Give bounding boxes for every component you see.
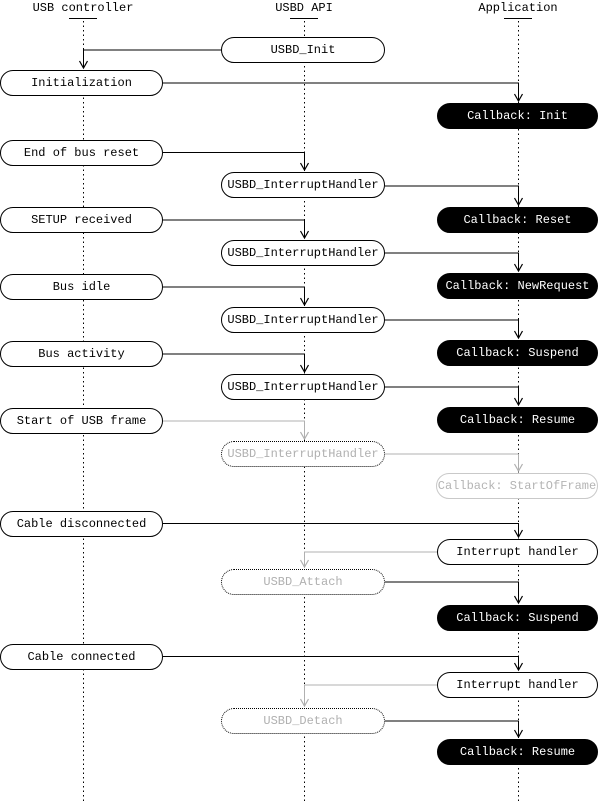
connector-busreset-to-interrupthandler: [163, 152, 310, 172]
event-box-bus-activity: Bus activity: [0, 341, 163, 367]
connector-interrupthandler-to-callback-resume: [385, 386, 524, 407]
event-box-cable-connected: Cable connected: [0, 644, 163, 670]
event-box-cable-disconnected: Cable disconnected: [0, 511, 163, 537]
api-box-interrupt-handler-inactive: USBD_InterruptHandler: [221, 441, 385, 467]
event-box-end-of-bus-reset: End of bus reset: [0, 140, 163, 166]
connector-usbddetach-to-callback-resume: [385, 720, 524, 739]
api-box-usbd-attach-inactive: USBD_Attach: [221, 569, 385, 595]
connector-setup-to-interrupthandler: [163, 219, 310, 240]
connector-interrupthandler-to-callback-reset: [385, 185, 524, 207]
callback-box-suspend-2: Callback: Suspend: [437, 605, 598, 631]
handler-box-interrupt-handler-2: Interrupt handler: [437, 672, 598, 698]
connector-cableconnected-to-interrupt-handler: [163, 656, 524, 672]
callback-box-startofframe-inactive: Callback: StartOfFrame: [436, 473, 598, 499]
event-box-start-of-usb-frame: Start of USB frame: [0, 408, 163, 434]
callback-box-resume-2: Callback: Resume: [437, 739, 598, 765]
lifeline-header-usbd-api: USBD API: [275, 1, 333, 15]
connector-interrupthandler-to-callback-startofframe: [385, 453, 524, 473]
connector-interrupt-handler-to-usbdattach: [299, 551, 437, 569]
inactive-connectors: [163, 420, 524, 708]
connector-busidle-to-interrupthandler: [163, 286, 310, 307]
lifeline-header-usb-controller: USB controller: [32, 1, 134, 15]
connector-startofframe-to-interrupthandler: [163, 420, 310, 441]
connector-usbdinit-to-initialization: [78, 49, 221, 70]
active-connectors: [78, 49, 524, 739]
event-box-initialization: Initialization: [0, 70, 163, 96]
api-box-usbd-init: USBD_Init: [221, 37, 385, 63]
event-box-bus-idle: Bus idle: [0, 274, 163, 300]
connector-interrupthandler-to-callback-newrequest: [385, 252, 524, 273]
connector-interrupt-handler-to-usbddetach: [299, 684, 437, 708]
callback-box-resume-1: Callback: Resume: [437, 407, 598, 433]
handler-box-interrupt-handler-1: Interrupt handler: [437, 539, 598, 565]
event-box-setup-received: SETUP received: [0, 207, 163, 233]
api-box-usbd-detach-inactive: USBD_Detach: [221, 708, 385, 734]
api-box-interrupt-handler-2: USBD_InterruptHandler: [221, 240, 385, 266]
api-box-interrupt-handler-3: USBD_InterruptHandler: [221, 307, 385, 333]
connector-initialization-to-callback-init: [163, 82, 524, 103]
callback-box-reset: Callback: Reset: [437, 207, 598, 233]
callback-box-newrequest: Callback: NewRequest: [437, 273, 598, 299]
connector-cabledisconnected-to-interrupt-handler: [163, 523, 524, 539]
api-box-interrupt-handler-4: USBD_InterruptHandler: [221, 374, 385, 400]
callback-box-suspend-1: Callback: Suspend: [437, 340, 598, 366]
connector-busactivity-to-interrupthandler: [163, 353, 310, 374]
lifeline-header-application: Application: [478, 1, 558, 15]
connector-usbdattach-to-callback-suspend: [385, 581, 524, 605]
api-box-interrupt-handler-1: USBD_InterruptHandler: [221, 172, 385, 198]
connector-interrupthandler-to-callback-suspend: [385, 319, 524, 340]
callback-box-init: Callback: Init: [437, 103, 598, 129]
